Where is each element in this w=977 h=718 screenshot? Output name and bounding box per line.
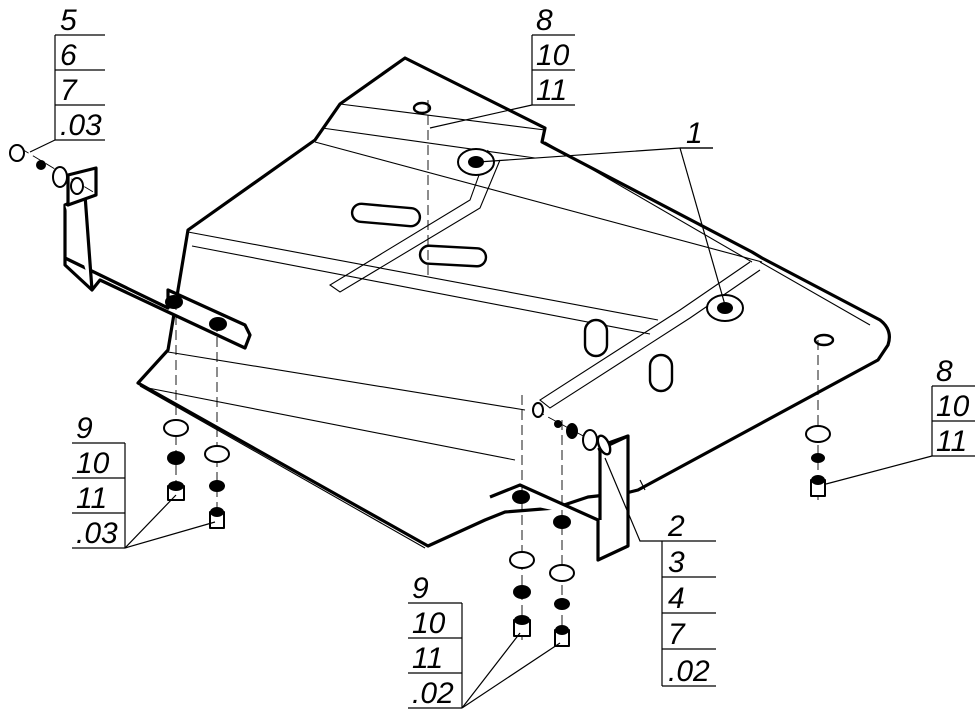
fasteners-right-bracket — [532, 402, 598, 451]
callout-right: 8 10 11 — [931, 355, 975, 458]
callout-label: .02 — [668, 655, 710, 688]
callout-bottom-left: 9 10 11 .03 — [72, 412, 126, 550]
right-bracket — [489, 434, 630, 562]
skid-plate — [136, 56, 891, 549]
callout-label: 9 — [412, 572, 429, 605]
callout-bottom-right: 2 3 4 7 .02 — [661, 510, 716, 688]
callout-label: 11 — [76, 482, 107, 515]
callout-label: 11 — [936, 425, 967, 458]
callout-label: 6 — [60, 39, 77, 72]
callout-label: 3 — [668, 546, 685, 579]
callout-label: 11 — [536, 74, 567, 107]
callout-label: 7 — [668, 618, 686, 651]
fasteners-bottom-left — [163, 419, 230, 529]
callout-label: 11 — [412, 642, 443, 675]
callout-label: .03 — [76, 517, 118, 550]
fasteners-right — [805, 425, 831, 497]
fasteners-bottom-center — [509, 551, 575, 647]
callout-label: .02 — [412, 677, 454, 710]
callout-label: 7 — [60, 74, 78, 107]
plate-nuts — [457, 148, 744, 322]
callout-label: 10 — [412, 607, 446, 640]
callout-label: 2 — [667, 510, 685, 543]
callout-top-center: 8 10 11 — [531, 4, 575, 107]
callout-part-one: 1 — [680, 117, 713, 150]
callout-label: 5 — [60, 4, 77, 37]
callout-label: 9 — [76, 412, 93, 445]
left-bracket — [63, 166, 252, 350]
callout-label: 8 — [936, 355, 953, 388]
callout-label: 10 — [536, 39, 570, 72]
callout-label: 10 — [936, 390, 970, 423]
callout-label: 8 — [536, 4, 553, 37]
callout-label: .03 — [60, 109, 102, 142]
fasteners-top-left — [9, 144, 96, 195]
callout-label: 4 — [668, 582, 685, 615]
plate-slots — [350, 101, 835, 393]
callout-bottom-center: 9 10 11 .02 — [408, 572, 463, 710]
callout-label: 10 — [76, 447, 110, 480]
callout-top-left: 5 6 7 .03 — [54, 4, 105, 142]
callout-label: 1 — [686, 117, 703, 150]
